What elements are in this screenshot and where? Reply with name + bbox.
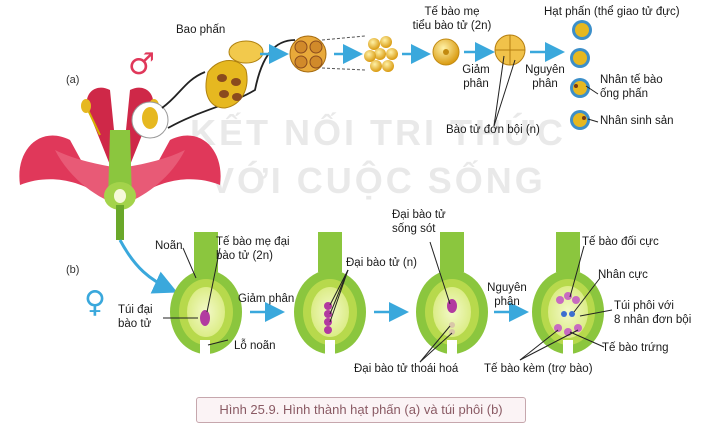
label-hat-phan: Hạt phấn (thể giao tử đực) xyxy=(544,6,680,19)
label-nguyen-phan-a-1: Nguyên xyxy=(522,64,568,77)
label-nguyen-phan-b-2: phân xyxy=(484,296,530,309)
label-nhan-ong-phan-1: Nhân tế bào xyxy=(600,74,663,87)
label-te-bao-me-dai-1: Tế bào mẹ đại xyxy=(216,236,290,249)
label-te-bao-trung: Tế bào trứng xyxy=(602,342,669,355)
flower xyxy=(19,88,220,240)
label-te-bao-kem: Tế bào kèm (trợ bào) xyxy=(484,363,593,376)
label-tui-phoi-1: Túi phôi với xyxy=(614,300,674,313)
panel-b-label: (b) xyxy=(66,264,79,276)
female-symbol: ♀ xyxy=(84,288,106,318)
label-giam-phan-b: Giảm phân xyxy=(238,293,294,306)
label-nhan-sinh-san: Nhân sinh sản xyxy=(600,115,674,128)
label-bao-tu-don-boi: Bào tử đơn bội (n) xyxy=(446,124,540,137)
male-symbol: ♂ xyxy=(128,50,155,80)
panel-a-label: (a) xyxy=(66,74,79,86)
anther-connector xyxy=(162,72,205,108)
label-tui-phoi-2: 8 nhân đơn bội xyxy=(614,314,691,327)
label-song-sot-1: Đại bào tử xyxy=(392,209,446,222)
label-song-sot-2: sống sót xyxy=(392,223,435,236)
figure-caption: Hình 25.9. Hình thành hạt phấn (a) và tú… xyxy=(196,397,526,423)
label-noan: Noãn xyxy=(155,240,183,253)
label-tui-dai-1: Túi đại xyxy=(118,304,153,317)
label-giam-phan-a-1: Giảm xyxy=(456,64,496,77)
label-nguyen-phan-b-1: Nguyên xyxy=(484,282,530,295)
label-te-bao-me-2: tiểu bào tử (2n) xyxy=(402,20,502,33)
label-bao-phan: Bao phấn xyxy=(176,24,225,37)
label-te-bao-me-1: Tế bào mẹ xyxy=(402,6,502,19)
label-nhan-cuc: Nhân cực xyxy=(598,269,648,282)
label-giam-phan-a-2: phân xyxy=(456,78,496,91)
label-nhan-ong-phan-2: ống phấn xyxy=(600,88,648,101)
label-te-bao-me-dai-2: bào tử (2n) xyxy=(216,250,273,263)
label-doi-cuc: Tế bào đối cực xyxy=(582,236,659,249)
label-tui-dai-2: bào tử xyxy=(118,318,151,331)
label-thoai-hoa: Đại bào tử thoái hoá xyxy=(354,363,458,376)
label-dai-bao-tu: Đại bào tử (n) xyxy=(346,257,417,270)
label-nguyen-phan-a-2: phân xyxy=(522,78,568,91)
label-lo-noan: Lỗ noãn xyxy=(234,340,276,353)
